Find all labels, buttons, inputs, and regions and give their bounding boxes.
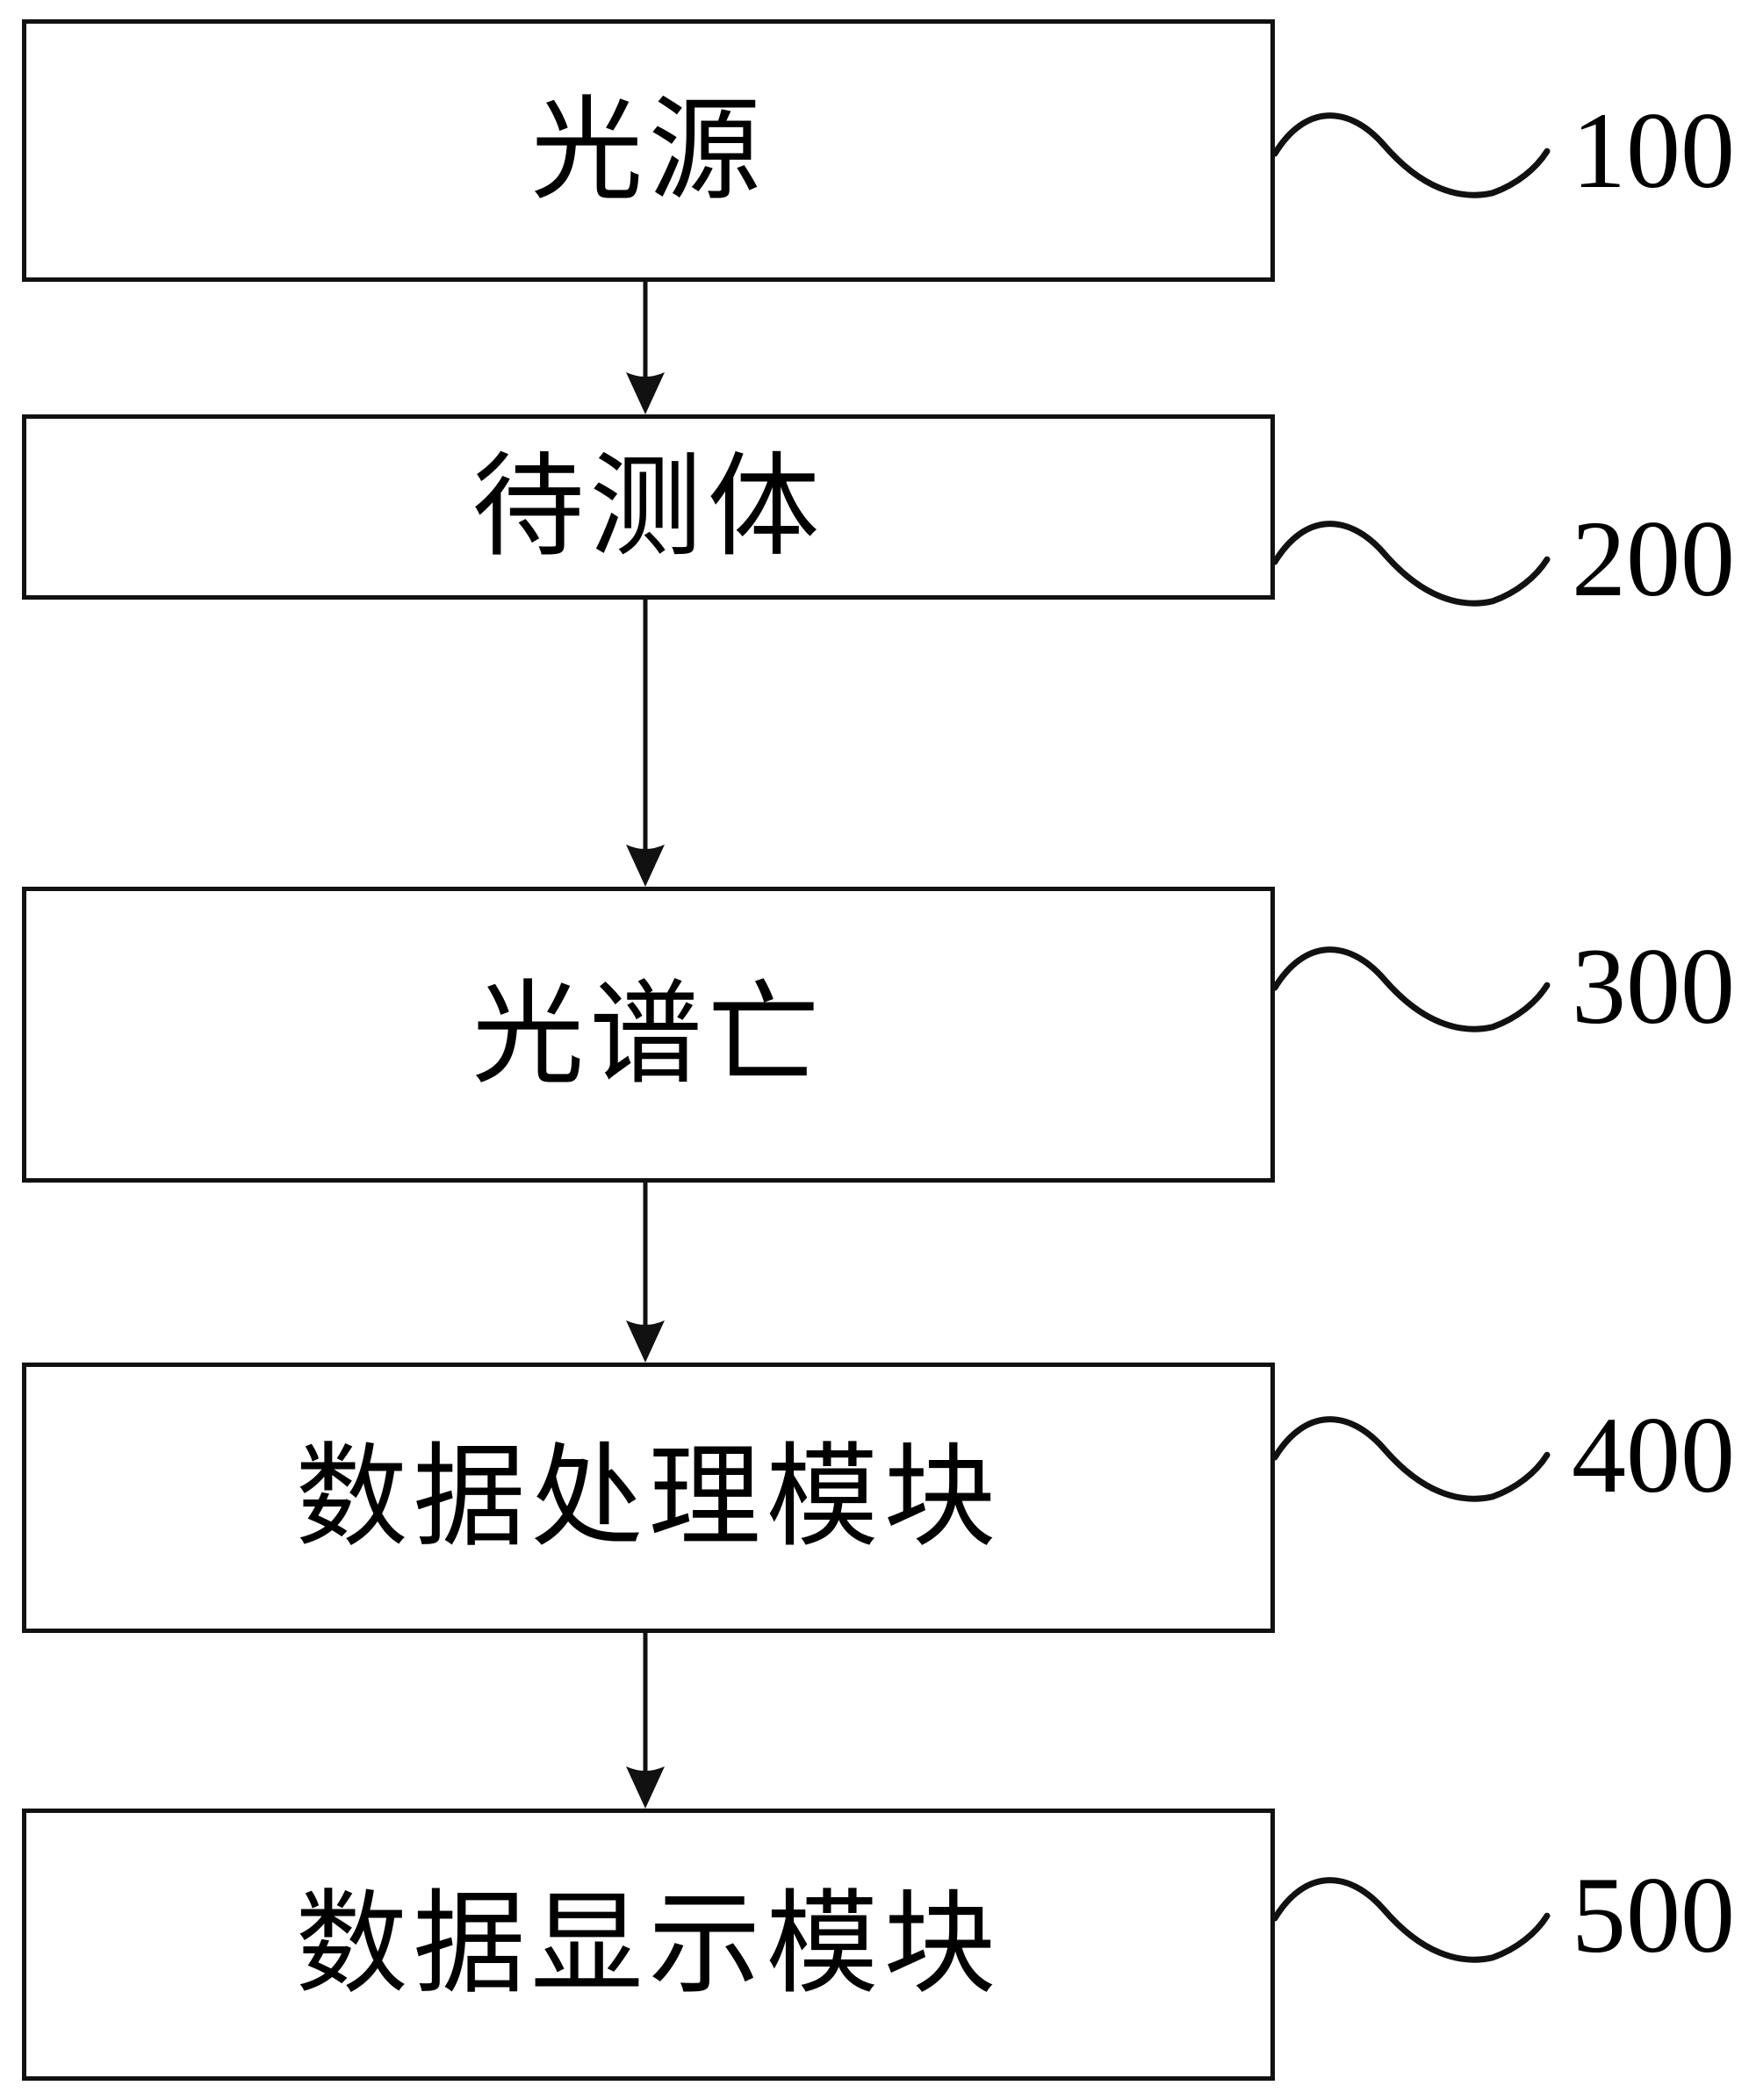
node-data-display-module[interactable]: 数据显示模块 bbox=[22, 1809, 1275, 2081]
arrow-object-to-spectrometer-head bbox=[626, 845, 665, 887]
node-data-processing-module[interactable]: 数据处理模块 bbox=[22, 1363, 1275, 1633]
arrow-processing-to-display-head bbox=[626, 1766, 665, 1809]
arrow-spectrometer-to-processing-head bbox=[626, 1320, 665, 1363]
node-spectrometer[interactable]: 光谱亡 bbox=[22, 887, 1275, 1183]
leader-line-group bbox=[1271, 112, 1551, 1963]
node-label-data-processing-module: 数据处理模块 bbox=[295, 1432, 1002, 1563]
node-label-data-display-module: 数据显示模块 bbox=[295, 1879, 1002, 2010]
ref-number-200: 200 bbox=[1572, 499, 1735, 619]
ref-number-500: 500 bbox=[1572, 1855, 1735, 1975]
ref-number-400: 400 bbox=[1572, 1395, 1735, 1515]
leader-line-400 bbox=[1271, 1416, 1551, 1502]
leader-line-200 bbox=[1271, 521, 1551, 607]
node-object-under-test[interactable]: 待测体 bbox=[22, 414, 1275, 600]
leader-line-300 bbox=[1271, 946, 1551, 1032]
leader-line-500 bbox=[1271, 1877, 1551, 1963]
node-label-object-under-test: 待测体 bbox=[471, 441, 825, 572]
ref-number-300: 300 bbox=[1572, 926, 1735, 1046]
ref-number-100: 100 bbox=[1572, 90, 1735, 211]
node-label-spectrometer: 光谱亡 bbox=[471, 968, 825, 1100]
arrow-light-source-to-object-head bbox=[626, 372, 665, 414]
node-label-light-source: 光源 bbox=[530, 84, 766, 216]
leader-line-100 bbox=[1271, 112, 1551, 198]
node-light-source[interactable]: 光源 bbox=[22, 19, 1275, 282]
